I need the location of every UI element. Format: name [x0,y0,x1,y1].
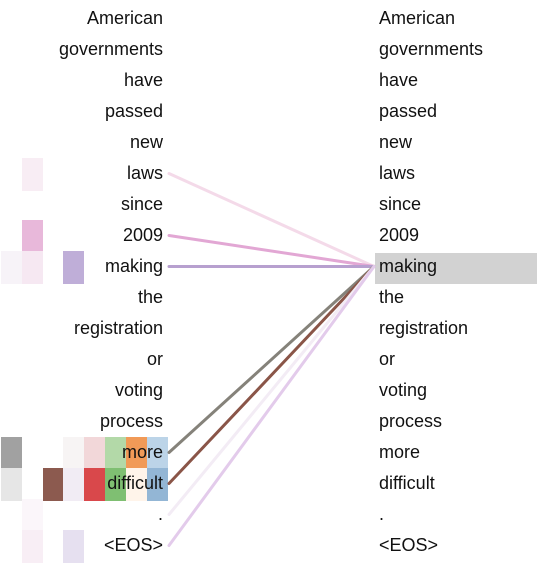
target-token[interactable]: passed [379,101,438,121]
heatmap-cell [146,436,168,470]
target-token[interactable]: the [379,287,405,307]
source-token[interactable]: 2009 [122,225,163,245]
source-token[interactable]: laws [126,163,163,183]
source-token[interactable]: have [123,70,163,90]
heatmap-cell [63,250,85,284]
source-token[interactable]: American [86,8,163,28]
source-token[interactable]: or [146,349,163,369]
query-token-highlight [375,253,537,284]
source-token[interactable]: making [104,256,163,276]
target-token[interactable]: registration [379,318,469,338]
heatmap-cell [63,467,85,501]
target-token[interactable]: American [379,8,456,28]
attention-link [167,172,376,268]
source-token[interactable]: registration [73,318,163,338]
target-token[interactable]: have [379,70,419,90]
heatmap-cell [105,436,126,470]
target-token[interactable]: governments [379,39,484,59]
heatmap-cell [21,250,43,284]
source-token[interactable]: process [99,411,163,431]
source-token[interactable]: governments [58,39,163,59]
target-token[interactable]: since [379,194,422,214]
target-token[interactable]: making [379,256,438,276]
source-token[interactable]: more [121,442,163,462]
heatmap-cell [125,436,147,470]
heatmap-cell [21,529,43,563]
target-token[interactable]: voting [379,380,428,400]
heatmap-cell [21,498,43,532]
heatmap-cell [42,467,64,501]
attention-link [167,234,376,268]
heatmap-cell [1,436,22,470]
attention-link [167,265,376,516]
heatmap-cell [63,529,85,563]
target-token[interactable]: difficult [379,473,435,493]
attention-link [167,265,376,547]
source-token[interactable]: since [120,194,163,214]
source-token[interactable]: difficult [107,473,163,493]
target-token[interactable]: or [379,349,396,369]
source-token[interactable]: voting [114,380,163,400]
heatmap-cell [21,157,43,191]
target-token[interactable]: <EOS> [379,535,439,555]
heatmap-cell [63,436,85,470]
source-token[interactable]: . [157,504,163,524]
target-token[interactable]: 2009 [379,225,420,245]
heatmap-cell [146,467,168,501]
target-token[interactable]: . [379,504,385,524]
attention-link [167,265,376,454]
heatmap-cell [1,250,22,284]
heatmap-cell [105,467,126,501]
source-token[interactable]: the [137,287,163,307]
target-token[interactable]: laws [379,163,416,183]
attention-link [167,265,376,485]
heatmap-cell [84,436,106,470]
source-token[interactable]: passed [104,101,163,121]
heatmap-cell [125,467,147,501]
heatmap-cell [1,467,22,501]
target-token[interactable]: process [379,411,443,431]
heatmap-cell [84,467,106,501]
target-token[interactable]: new [379,132,413,152]
heatmap-cell [21,219,43,253]
target-token[interactable]: more [379,442,421,462]
source-token[interactable]: <EOS> [103,535,163,555]
source-token[interactable]: new [129,132,163,152]
